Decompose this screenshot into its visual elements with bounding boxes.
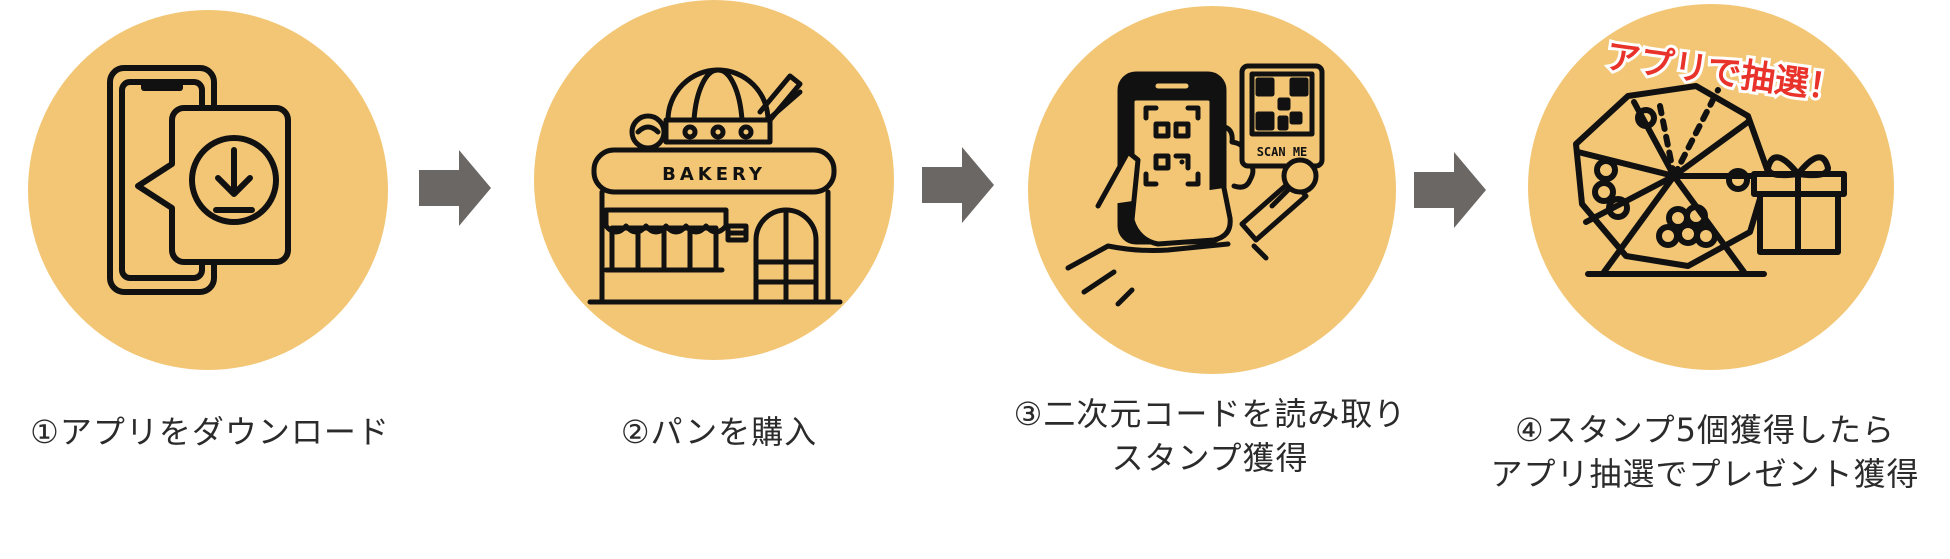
caption-line: ①アプリをダウンロード — [30, 413, 390, 451]
bakery-sign-text: BAKERY — [662, 164, 766, 185]
step-2-circle: BAKERY — [534, 0, 894, 360]
caption-line: ②パンを購入 — [620, 413, 818, 451]
step-1-caption: ①アプリをダウンロード — [0, 410, 420, 454]
step-2-caption: ②パンを購入 — [509, 410, 929, 454]
arrow-right-icon — [1414, 152, 1486, 228]
caption-line: ④スタンプ5個獲得したら — [1514, 411, 1896, 449]
lottery-wheel-gift-icon — [1573, 83, 1847, 277]
phone-qr-scan-icon: SCAN ME — [1065, 63, 1325, 307]
arrow-right-icon — [419, 150, 491, 226]
bakery-shop-icon: BAKERY — [587, 67, 843, 305]
step-3-caption: ③二次元コードを読み取り スタンプ獲得 — [1000, 392, 1420, 480]
phone-download-icon — [107, 65, 291, 295]
qr-label-text: SCAN ME — [1257, 145, 1308, 159]
caption-line: アプリ抽選でプレゼント獲得 — [1490, 455, 1920, 493]
arrow-right-icon — [922, 147, 994, 223]
step-4-circle: アプリで抽選！ — [1528, 4, 1894, 370]
caption-line: スタンプ獲得 — [1111, 439, 1309, 477]
step-3-circle: SCAN ME — [1028, 6, 1396, 374]
caption-line: ③二次元コードを読み取り — [1013, 395, 1407, 433]
step-4-caption: ④スタンプ5個獲得したら アプリ抽選でプレゼント獲得 — [1485, 408, 1925, 496]
step-1-circle — [28, 10, 388, 370]
